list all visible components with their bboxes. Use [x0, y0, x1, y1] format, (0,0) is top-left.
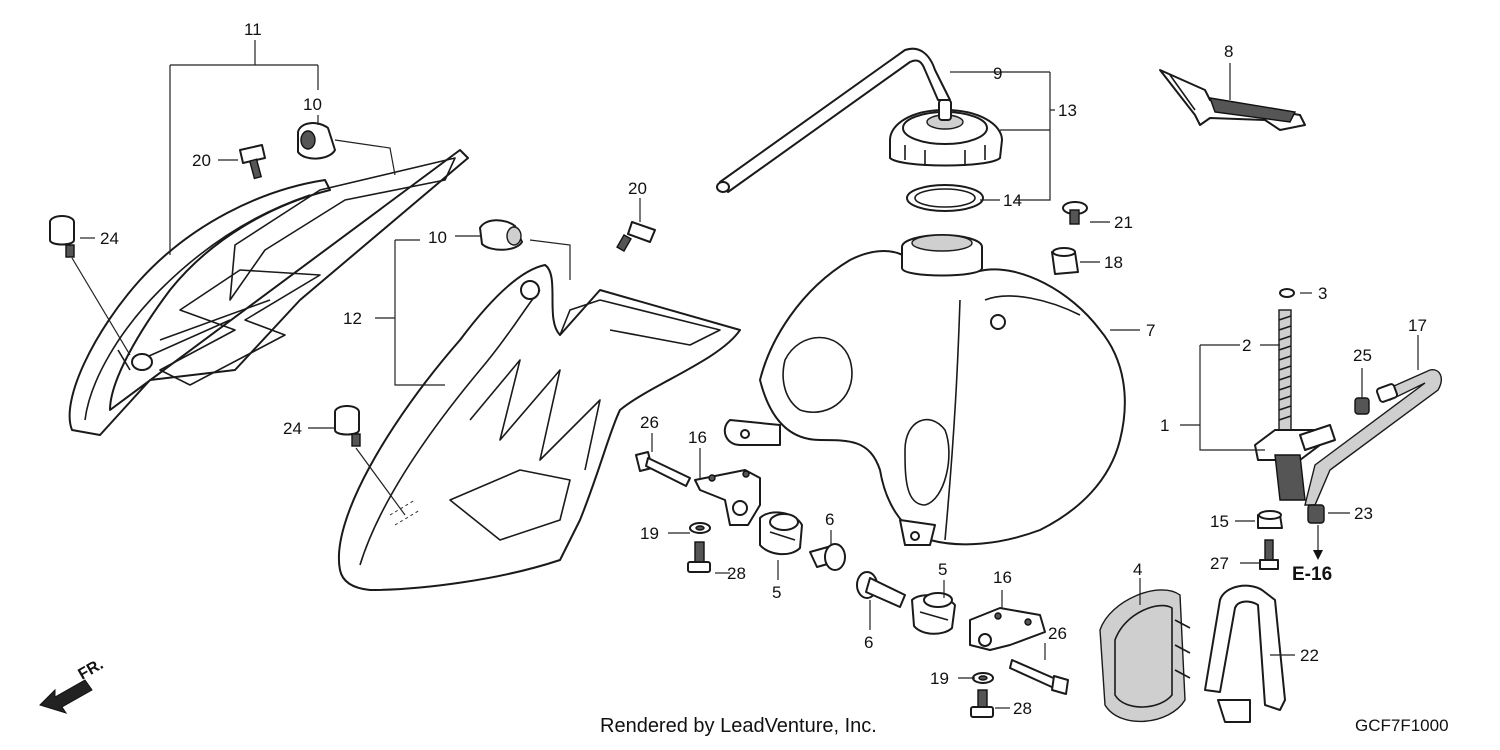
callout-3: 3: [1318, 284, 1327, 303]
bolt-28-lower: [970, 689, 994, 718]
fuel-tube: [1304, 369, 1442, 506]
diagram-code: GCF7F1000: [1355, 716, 1449, 735]
bracket-16-lower: [969, 607, 1046, 651]
cap-gasket: [906, 184, 984, 212]
reference-label: E-16: [1292, 564, 1332, 585]
grommet-10-upper: [297, 122, 336, 160]
callout-7: 7: [1146, 321, 1155, 340]
leader-lines: [71, 40, 1419, 709]
callout-16-upper: 16: [688, 428, 707, 447]
band-22: [1204, 584, 1286, 723]
callout-19-upper: 19: [640, 524, 659, 543]
pin-24-left: [49, 215, 75, 258]
footer-text: Rendered by LeadVenture, Inc.: [600, 715, 877, 737]
callout-10-lower: 10: [428, 228, 447, 247]
callout-12: 12: [343, 309, 362, 328]
washer-19-lower: [972, 672, 994, 684]
callout-10-upper: 10: [303, 95, 322, 114]
callout-14: 14: [1003, 191, 1022, 210]
rubber-5-lower: [911, 592, 956, 635]
callout-5-lower: 5: [938, 560, 947, 579]
screw-21: [1062, 201, 1088, 225]
callout-6-upper: 6: [825, 510, 834, 529]
fuel-valve: [1254, 288, 1336, 501]
pin-24-right: [334, 405, 361, 447]
callout-11: 11: [244, 20, 262, 39]
callout-5-upper: 5: [772, 583, 781, 602]
callout-2: 2: [1242, 336, 1251, 355]
callout-18: 18: [1104, 253, 1123, 272]
bracket-16-upper: [694, 469, 761, 526]
washer-19-upper: [689, 522, 711, 534]
clip-23: [1307, 504, 1325, 524]
breather-hose: [716, 47, 951, 193]
callout-13: 13: [1058, 101, 1077, 120]
collar-6-lower: [856, 571, 906, 608]
fuel-tank: [723, 234, 1126, 546]
callout-labels: 1 2 3 4 5 5 6 6 7 8 9 10 10 11 12 13 14 …: [100, 20, 1427, 718]
callout-24-left: 24: [100, 229, 119, 248]
bolt-27: [1259, 539, 1279, 570]
callout-23: 23: [1354, 504, 1373, 523]
rubber-5-upper: [759, 511, 803, 556]
front-label: FR.: [76, 656, 107, 684]
bolt-28-upper: [687, 541, 711, 573]
nut-15: [1257, 510, 1283, 529]
callout-26-upper: 26: [640, 413, 659, 432]
bolt-20-right: [616, 221, 656, 253]
callout-22: 22: [1300, 646, 1319, 665]
callout-1: 1: [1160, 416, 1169, 435]
grommet-10-lower: [479, 219, 523, 251]
callout-24-right: 24: [283, 419, 302, 438]
callout-27: 27: [1210, 554, 1229, 573]
collar-6-upper: [809, 543, 846, 571]
bolt-20-left: [239, 144, 266, 180]
bolt-26-upper: [635, 451, 691, 487]
callout-28-lower: 28: [1013, 699, 1032, 718]
clip-25: [1354, 397, 1370, 415]
bolt-26-lower: [1009, 659, 1069, 695]
callout-6-lower: 6: [864, 633, 873, 652]
callout-26-lower: 26: [1048, 624, 1067, 643]
callout-8: 8: [1224, 42, 1233, 61]
collar-18: [1051, 247, 1079, 275]
right-shroud: [337, 264, 741, 591]
callout-9: 9: [993, 64, 1002, 83]
fuel-cap: [889, 99, 1003, 167]
front-arrow: FR.: [39, 656, 107, 714]
callout-25: 25: [1353, 346, 1372, 365]
callout-28-upper: 28: [727, 564, 746, 583]
callout-19-lower: 19: [930, 669, 949, 688]
callout-15: 15: [1210, 512, 1229, 531]
front-arrow-icon: [39, 679, 93, 714]
callout-21: 21: [1114, 213, 1133, 232]
tank-bracket: [1159, 69, 1306, 131]
left-shroud: [68, 149, 469, 436]
band-4: [1099, 589, 1191, 723]
callout-20-left: 20: [192, 151, 211, 170]
callout-20-right: 20: [628, 179, 647, 198]
callout-16-lower: 16: [993, 568, 1012, 587]
callout-17: 17: [1408, 316, 1427, 335]
callout-4: 4: [1133, 560, 1142, 579]
